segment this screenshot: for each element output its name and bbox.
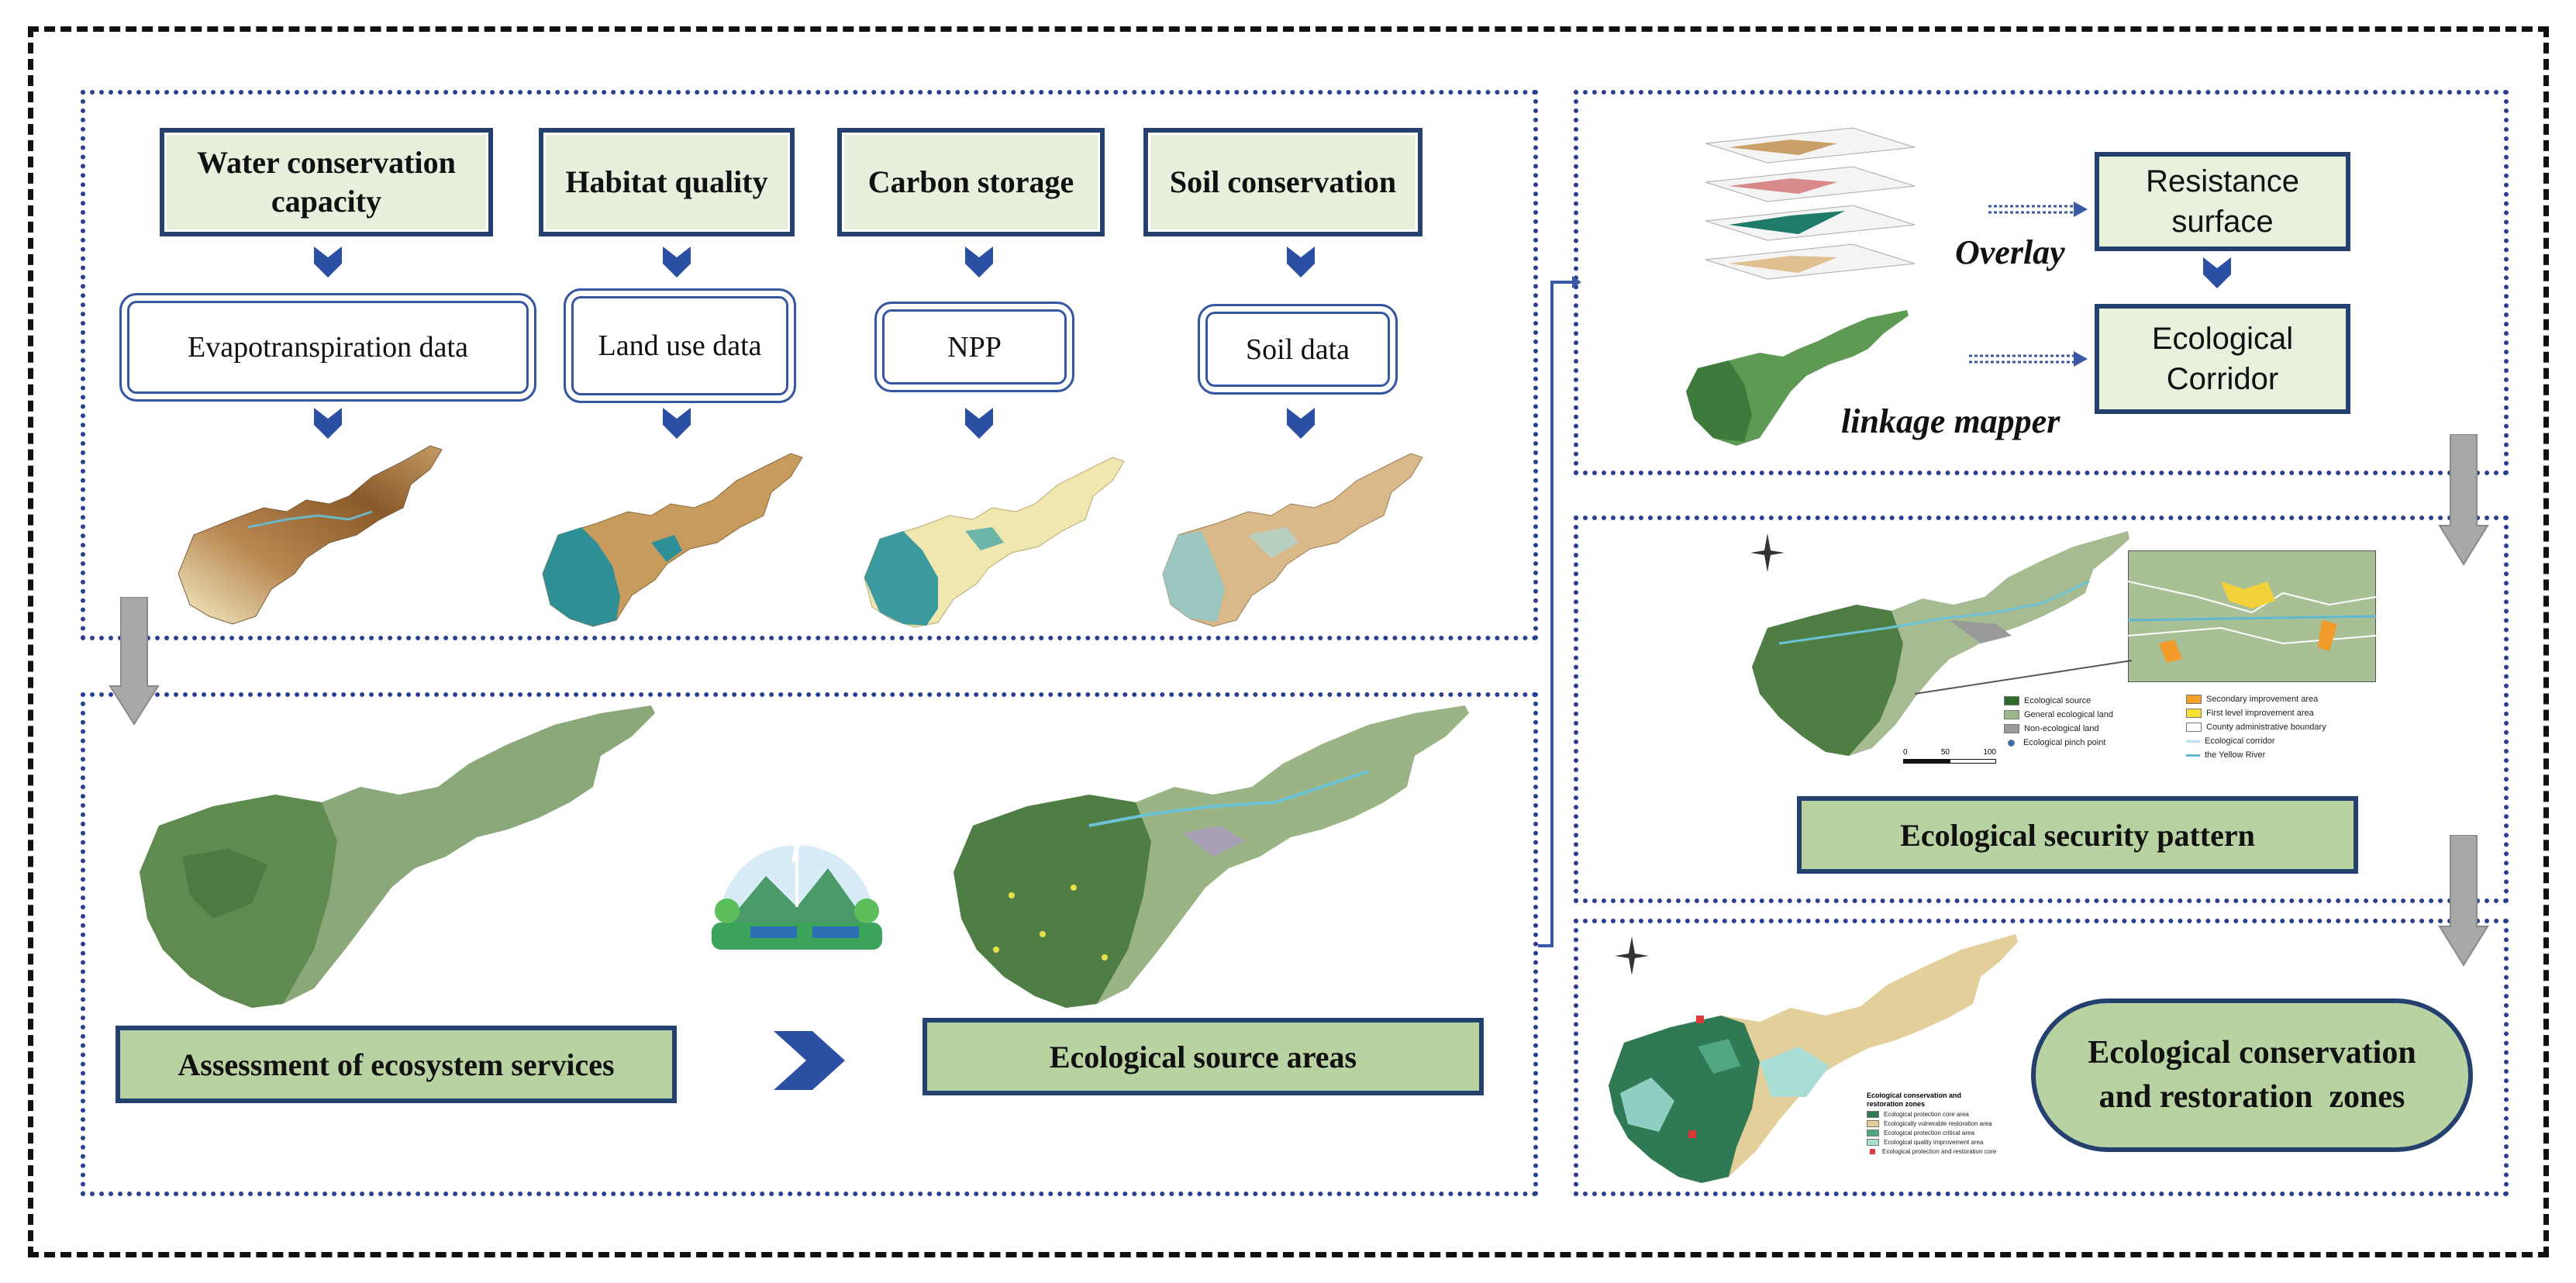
legend-item: First level improvement area bbox=[2206, 709, 2314, 718]
legend-item: Non-ecological land bbox=[2024, 724, 2099, 733]
map-security-pattern bbox=[1752, 531, 2129, 756]
chevron-right-icon bbox=[774, 1031, 845, 1090]
restoration-zones-label: Ecological conservation and restoration … bbox=[2031, 998, 2473, 1152]
chevron-down-icon bbox=[314, 247, 342, 278]
chevron-down-icon bbox=[663, 408, 691, 439]
legend-item: Ecologically vulnerable restoration area bbox=[1884, 1120, 1992, 1127]
scale-bar: 0 50 100 bbox=[1903, 748, 2004, 770]
map-habitat-quality bbox=[542, 453, 803, 627]
data-box-evapotranspiration: Evapotranspiration data bbox=[119, 293, 536, 402]
legend-item: Secondary improvement area bbox=[2206, 695, 2319, 704]
north-arrow-icon bbox=[1750, 533, 1785, 572]
panel-source-areas bbox=[81, 692, 1538, 1196]
source-label: Ecological source areas bbox=[922, 1018, 1484, 1095]
map-inset-zoom bbox=[2128, 550, 2376, 682]
dotted-arrow-icon bbox=[1969, 351, 2088, 367]
panel-security-pattern bbox=[1574, 516, 2509, 903]
panel-restoration-zones bbox=[1574, 919, 2509, 1196]
security-legend-left: Ecological source General ecological lan… bbox=[2004, 694, 2182, 756]
ecology-illustration-icon bbox=[712, 836, 882, 950]
overlay-label: Overlay bbox=[1955, 233, 2065, 271]
arrow-down-icon bbox=[2438, 835, 2489, 967]
arrow-down-icon bbox=[2438, 434, 2489, 566]
resistance-surface-box: Resistance surface bbox=[2095, 152, 2350, 251]
chevron-down-icon bbox=[663, 247, 691, 278]
legend-item: Ecological source bbox=[2024, 696, 2091, 705]
outer-frame bbox=[28, 26, 2549, 1257]
service-header-water: Water conservation capacity bbox=[160, 128, 493, 236]
data-box-land-use: Land use data bbox=[564, 288, 796, 403]
service-header-carbon: Carbon storage bbox=[837, 128, 1105, 236]
security-pattern-label: Ecological security pattern bbox=[1797, 796, 2358, 874]
chevron-down-icon bbox=[1287, 408, 1315, 439]
dotted-arrow-icon bbox=[1988, 202, 2088, 217]
map-restoration-zones bbox=[1609, 934, 2018, 1183]
map-resistance bbox=[1686, 310, 1909, 446]
zones-legend: Ecological conservation and restoration … bbox=[1867, 1092, 2053, 1177]
legend-item: Ecological corridor bbox=[2205, 736, 2275, 746]
security-legend-right: Secondary improvement area First level i… bbox=[2186, 692, 2380, 770]
scale-tick: 0 bbox=[1903, 748, 1908, 757]
legend-item: Ecological quality improvement area bbox=[1884, 1139, 1984, 1146]
chevron-down-icon bbox=[2203, 257, 2231, 288]
connector-line bbox=[1538, 276, 1581, 947]
ecological-corridor-box: Ecological Corridor bbox=[2095, 304, 2350, 414]
arrow-down-icon bbox=[109, 597, 160, 726]
map-soil-conservation bbox=[1162, 453, 1423, 627]
map-water-conservation bbox=[178, 445, 443, 625]
north-arrow-icon bbox=[1615, 936, 1649, 975]
legend-item: County administrative boundary bbox=[2206, 723, 2326, 732]
map-ecosystem-assessment bbox=[140, 705, 655, 1008]
zones-legend-title: Ecological conservation and restoration … bbox=[1867, 1092, 1962, 1108]
scale-tick: 50 bbox=[1940, 748, 1950, 757]
map-ecological-source bbox=[953, 705, 1469, 1008]
panel-ecosystem-services bbox=[81, 90, 1538, 640]
legend-item: Ecological pinch point bbox=[2023, 738, 2106, 747]
chevron-down-icon bbox=[1287, 247, 1315, 278]
service-header-soil: Soil conservation bbox=[1143, 128, 1422, 236]
scale-tick: 100 bbox=[1983, 748, 1996, 757]
map-carbon-storage bbox=[864, 457, 1125, 628]
legend-item: the Yellow River bbox=[2205, 750, 2266, 760]
data-box-soil: Soil data bbox=[1198, 304, 1398, 395]
inset-leader-line bbox=[1915, 660, 2133, 695]
legend-item: Ecological protection critical area bbox=[1884, 1130, 1974, 1136]
chevron-down-icon bbox=[965, 408, 993, 439]
legend-item: General ecological land bbox=[2024, 710, 2113, 719]
assessment-label: Assessment of ecosystem services bbox=[116, 1026, 677, 1103]
legend-item: Ecological protection and restoration co… bbox=[1882, 1148, 1997, 1155]
chevron-down-icon bbox=[965, 247, 993, 278]
legend-item: Ecological protection core area bbox=[1884, 1111, 1969, 1118]
layer-stack-icon bbox=[1705, 127, 1916, 280]
service-header-habitat: Habitat quality bbox=[539, 128, 795, 236]
chevron-down-icon bbox=[314, 408, 342, 439]
data-box-npp: NPP bbox=[874, 302, 1074, 392]
linkage-mapper-label: linkage mapper bbox=[1841, 402, 2060, 440]
restoration-zones-text: Ecological conservation and restoration … bbox=[2088, 1035, 2425, 1115]
